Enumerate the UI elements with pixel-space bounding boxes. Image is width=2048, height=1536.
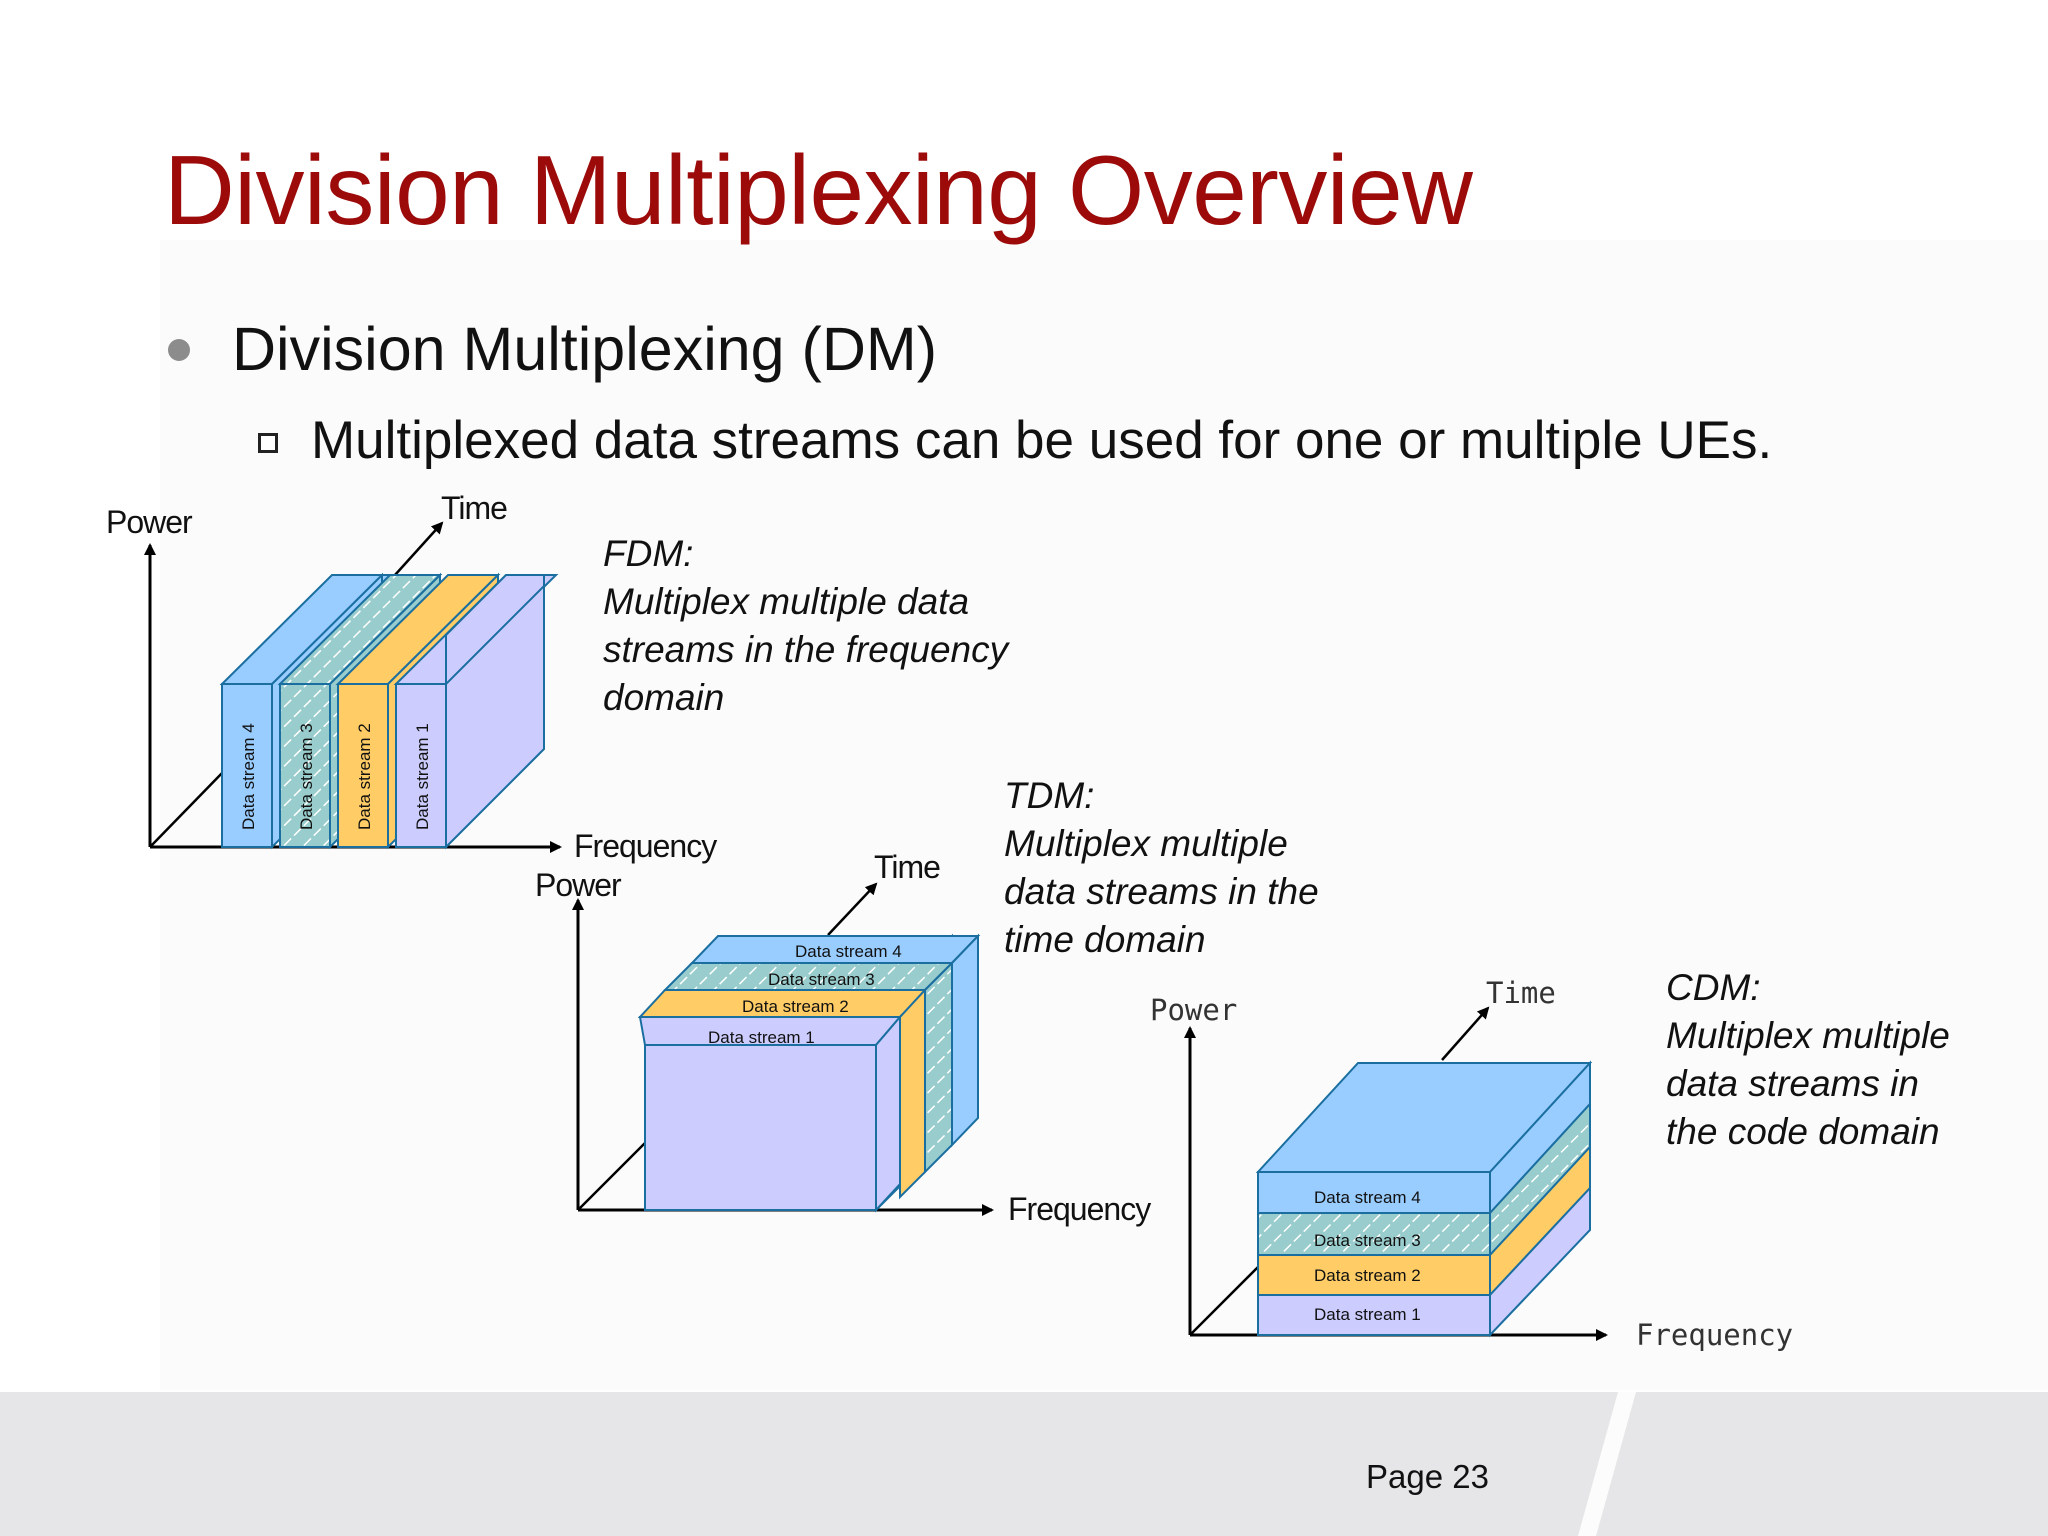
tdm-label-stream-2: Data stream 2 [742, 997, 849, 1016]
tdm-right-stream-2 [899, 987, 926, 1200]
cdm-time-label: Time [1486, 976, 1556, 1010]
tdm-label-stream-4: Data stream 4 [795, 942, 902, 961]
cdm-label-stream-4: Data stream 4 [1314, 1188, 1421, 1207]
tdm-description: TDM: Multiplex multiple data streams in … [1004, 772, 1319, 964]
page-number: Page 23 [1366, 1458, 1489, 1495]
footer-band [0, 1392, 2048, 1536]
tdm-diagram: Data stream 4 Data stream 3 Data stream … [535, 849, 1152, 1227]
fdm-label-stream-4: Data stream 4 [239, 723, 258, 830]
cdm-label-stream-2: Data stream 2 [1314, 1266, 1421, 1285]
tdm-right-stream-4 [951, 933, 979, 1148]
fdm-time-axis [394, 521, 444, 576]
cdm-time-axis-lower [1189, 1266, 1259, 1336]
cdm-time-axis [1441, 1006, 1490, 1061]
cdm-description-line-3: the code domain [1666, 1111, 1940, 1152]
tdm-time-axis-lower [577, 1142, 646, 1211]
fdm-description-line-1: Multiplex multiple data [603, 581, 970, 622]
fdm-time-label: Time [441, 490, 507, 526]
cdm-frequency-label: Frequency [1636, 1318, 1793, 1352]
footer-stripe-decoration [1578, 1392, 1636, 1536]
fdm-power-label: Power [106, 504, 193, 540]
fdm-description: FDM: Multiplex multiple data streams in … [603, 530, 1008, 722]
tdm-front-face [644, 1044, 877, 1211]
tdm-right-stream-3 [924, 960, 953, 1175]
tdm-label-stream-3: Data stream 3 [768, 970, 875, 989]
cdm-diagram: Data stream 4 Data stream 3 Data stream … [1150, 976, 1793, 1352]
fdm-description-line-3: domain [603, 677, 725, 718]
cdm-label-stream-1: Data stream 1 [1314, 1305, 1421, 1324]
bullet-square-icon [258, 433, 278, 453]
bullet-level1: Division Multiplexing (DM) [232, 315, 938, 383]
tdm-time-axis [827, 882, 878, 936]
cdm-heading: CDM: [1666, 967, 1761, 1008]
tdm-frequency-label: Frequency [1008, 1191, 1151, 1227]
cdm-power-label: Power [1150, 993, 1237, 1027]
fdm-heading: FDM: [603, 533, 694, 574]
tdm-description-line-1: Multiplex multiple [1004, 823, 1288, 864]
cdm-label-stream-3: Data stream 3 [1314, 1231, 1421, 1250]
fdm-time-axis-lower [149, 769, 226, 848]
cdm-description-line-1: Multiplex multiple [1666, 1015, 1950, 1056]
fdm-label-stream-3: Data stream 3 [297, 723, 316, 830]
tdm-description-line-2: data streams in the [1004, 871, 1319, 912]
tdm-label-stream-1: Data stream 1 [708, 1028, 815, 1047]
fdm-slab-stream-1 [393, 574, 559, 850]
fdm-diagram: Data stream 4 Data stream 3 Data stream … [106, 490, 718, 864]
bullet-level2: Multiplexed data streams can be used for… [311, 411, 1773, 470]
tdm-time-label: Time [874, 849, 940, 885]
tdm-heading: TDM: [1004, 775, 1095, 816]
cdm-layer-stream-2 [1257, 1254, 1491, 1296]
cdm-layer-stream-3 [1257, 1212, 1491, 1256]
slide-title: Division Multiplexing Overview [164, 135, 1473, 245]
fdm-description-line-2: streams in the frequency [603, 629, 1009, 670]
cdm-description-line-2: data streams in [1666, 1063, 1919, 1104]
tdm-power-label: Power [535, 867, 622, 903]
fdm-label-stream-2: Data stream 2 [355, 723, 374, 830]
bullet-dot-icon [168, 339, 190, 361]
fdm-label-stream-1: Data stream 1 [413, 723, 432, 830]
cdm-description: CDM: Multiplex multiple data streams in … [1666, 964, 1950, 1156]
fdm-frequency-label: Frequency [574, 828, 717, 864]
cdm-layer-stream-1 [1257, 1294, 1491, 1336]
tdm-right-stream-1 [875, 1014, 901, 1213]
tdm-description-line-3: time domain [1004, 919, 1206, 960]
